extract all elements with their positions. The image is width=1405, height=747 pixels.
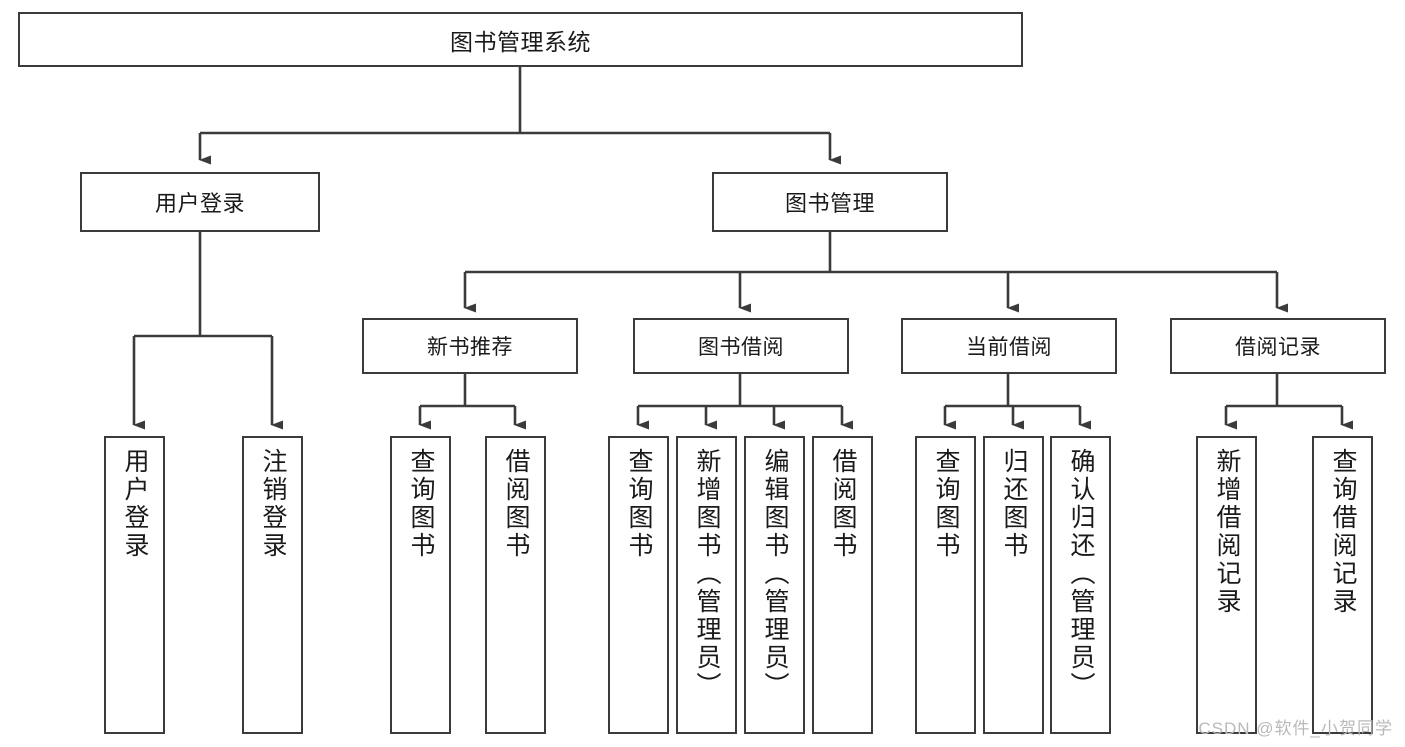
node-current-borrow[interactable]: 当前借阅 (901, 318, 1117, 374)
node-user-login[interactable]: 用户登录 (80, 172, 320, 232)
node-user-login-label: 用户登录 (154, 191, 245, 216)
node-book-borrow[interactable]: 图书借阅 (633, 318, 849, 374)
leaf-return-book[interactable]: 归还图书 (983, 436, 1044, 734)
leaf-add-borrow-record-label: 新增借阅记录 (1213, 448, 1241, 616)
node-root-system[interactable]: 图书管理系统 (18, 12, 1023, 67)
leaf-confirm-return-admin[interactable]: 确认归还（管理员） (1050, 436, 1111, 734)
node-current-borrow-label: 当前借阅 (966, 336, 1052, 359)
leaf-borrow-book[interactable]: 借阅图书 (812, 436, 873, 734)
leaf-query-borrow-record[interactable]: 查询借阅记录 (1312, 436, 1373, 734)
leaf-borrow-book-newrec[interactable]: 借阅图书 (485, 436, 546, 734)
leaf-user-login-label: 用户登录 (121, 448, 149, 560)
leaf-query-book-newrec[interactable]: 查询图书 (390, 436, 451, 734)
node-book-management-label: 图书管理 (784, 191, 875, 216)
node-new-book-recommend-label: 新书推荐 (427, 336, 513, 359)
node-borrow-record[interactable]: 借阅记录 (1170, 318, 1386, 374)
leaf-query-book-newrec-label: 查询图书 (407, 448, 435, 560)
leaf-add-book-admin[interactable]: 新增图书（管理员） (676, 436, 737, 734)
node-root-system-label: 图书管理系统 (450, 28, 591, 55)
leaf-user-login[interactable]: 用户登录 (104, 436, 165, 734)
node-new-book-recommend[interactable]: 新书推荐 (362, 318, 578, 374)
leaf-logout[interactable]: 注销登录 (242, 436, 303, 734)
leaf-edit-book-admin[interactable]: 编辑图书（管理员） (744, 436, 805, 734)
node-book-management[interactable]: 图书管理 (712, 172, 948, 232)
leaf-query-borrow-record-label: 查询借阅记录 (1329, 448, 1357, 616)
csdn-watermark: CSDN @软件_小贺同学 (1198, 719, 1393, 738)
leaf-return-book-label: 归还图书 (1000, 448, 1028, 560)
leaf-add-book-admin-label: 新增图书（管理员） (693, 448, 721, 700)
leaf-edit-book-admin-label: 编辑图书（管理员） (761, 448, 789, 700)
node-borrow-record-label: 借阅记录 (1235, 336, 1321, 359)
leaf-add-borrow-record[interactable]: 新增借阅记录 (1196, 436, 1257, 734)
leaf-confirm-return-admin-label: 确认归还（管理员） (1067, 448, 1095, 700)
leaf-borrow-book-newrec-label: 借阅图书 (502, 448, 530, 560)
leaf-query-book-borrow-label: 查询图书 (625, 448, 653, 560)
node-book-borrow-label: 图书借阅 (698, 336, 784, 359)
leaf-logout-label: 注销登录 (259, 448, 287, 560)
leaf-query-book-current[interactable]: 查询图书 (915, 436, 976, 734)
leaf-query-book-borrow[interactable]: 查询图书 (608, 436, 669, 734)
leaf-query-book-current-label: 查询图书 (932, 448, 960, 560)
leaf-borrow-book-label: 借阅图书 (829, 448, 857, 560)
